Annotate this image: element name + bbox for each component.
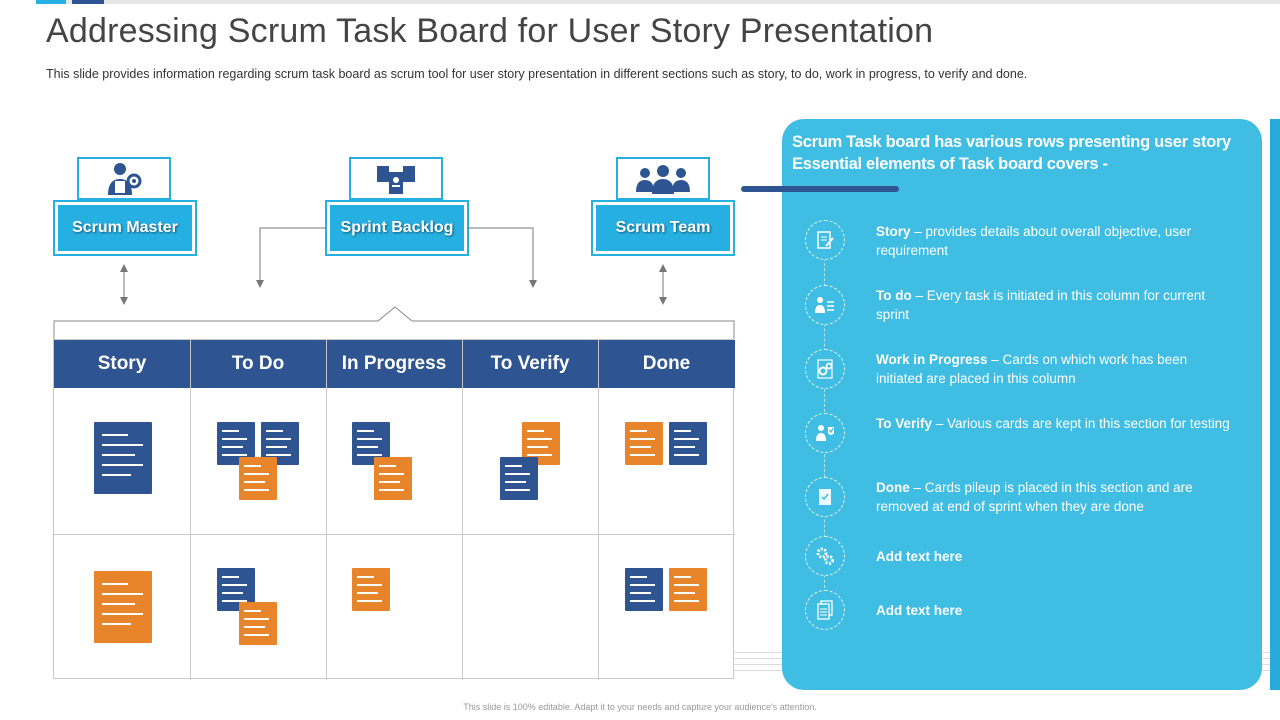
panel-item-add-text-1[interactable]: Add text here <box>876 547 1236 566</box>
panel-item-todo: To do – Every task is initiated in this … <box>876 286 1236 324</box>
person-gear-icon <box>77 157 171 200</box>
column-divider <box>598 340 599 680</box>
done-card[interactable] <box>625 422 663 465</box>
todo-card[interactable] <box>239 602 277 645</box>
column-header-in-progress: In Progress <box>326 340 462 388</box>
page-title: Addressing Scrum Task Board for User Sto… <box>46 12 934 50</box>
role-sprint-backlog[interactable]: Sprint Backlog <box>325 200 469 256</box>
panel-item-term: To Verify <box>876 416 933 431</box>
info-panel <box>782 119 1262 690</box>
panel-item-term: Story <box>876 224 911 239</box>
in-progress-card[interactable] <box>352 568 390 611</box>
panel-item-desc: – Various cards are kept in this section… <box>932 416 1230 431</box>
footer-note: This slide is 100% editable. Adapt it to… <box>463 702 817 712</box>
backlog-cards-icon <box>349 157 443 200</box>
column-divider <box>326 340 327 680</box>
panel-item-term: Add text here <box>876 549 963 564</box>
top-divider <box>36 0 1280 4</box>
panel-item-desc: – Cards on which work has been initiated… <box>876 352 1188 386</box>
role-label: Scrum Master <box>72 219 178 236</box>
team-icon <box>616 157 710 200</box>
panel-edge-stripe <box>1270 119 1280 690</box>
column-divider <box>462 340 463 680</box>
column-header-todo: To Do <box>190 340 326 388</box>
done-card[interactable] <box>669 422 707 465</box>
panel-item-term: To do <box>876 288 912 303</box>
done-card[interactable] <box>625 568 663 611</box>
panel-item-desc: – Cards pileup is placed in this section… <box>876 480 1193 514</box>
panel-item-done: Done – Cards pileup is placed in this se… <box>876 478 1236 516</box>
task-board: Story To Do In Progress To Verify Done <box>53 339 735 680</box>
todo-card[interactable] <box>217 422 255 465</box>
story-card[interactable] <box>94 422 152 494</box>
column-divider <box>190 340 191 680</box>
panel-title: Scrum Task board has various rows presen… <box>792 133 1231 173</box>
role-scrum-team[interactable]: Scrum Team <box>591 200 735 256</box>
story-card[interactable] <box>94 571 152 643</box>
panel-item-desc: – Every task is initiated in this column… <box>876 288 1206 322</box>
panel-item-term: Add text here <box>876 603 963 618</box>
to-verify-card[interactable] <box>500 457 538 500</box>
documents-icon <box>805 590 845 630</box>
column-header-story: Story <box>54 340 190 388</box>
panel-item-to-verify: To Verify – Various cards are kept in th… <box>876 414 1236 433</box>
to-verify-card[interactable] <box>522 422 560 465</box>
role-scrum-master[interactable]: Scrum Master <box>53 200 197 256</box>
role-label: Scrum Team <box>615 219 711 236</box>
top-accent-cyan <box>36 0 66 4</box>
panel-item-term: Work in Progress <box>876 352 988 367</box>
row-divider <box>54 534 735 535</box>
panel-accent-bar <box>741 186 899 192</box>
panel-item-add-text-2[interactable]: Add text here <box>876 601 1236 620</box>
person-list-icon <box>805 285 845 325</box>
panel-item-story: Story – provides details about overall o… <box>876 222 1236 260</box>
gears-doc-icon <box>805 349 845 389</box>
column-header-done: Done <box>598 340 735 388</box>
panel-item-term: Done <box>876 480 910 495</box>
checklist-icon <box>805 477 845 517</box>
panel-item-in-progress: Work in Progress – Cards on which work h… <box>876 350 1236 388</box>
in-progress-card[interactable] <box>374 457 412 500</box>
done-card[interactable] <box>669 568 707 611</box>
role-label: Sprint Backlog <box>340 219 454 236</box>
top-accent-navy <box>72 0 104 4</box>
person-check-icon <box>805 413 845 453</box>
page-subtitle: This slide provides information regardin… <box>46 67 1028 81</box>
panel-item-desc: – provides details about overall objecti… <box>876 224 1192 258</box>
document-edit-icon <box>805 220 845 260</box>
gears-icon <box>805 536 845 576</box>
column-header-to-verify: To Verify <box>462 340 598 388</box>
todo-card[interactable] <box>239 457 277 500</box>
